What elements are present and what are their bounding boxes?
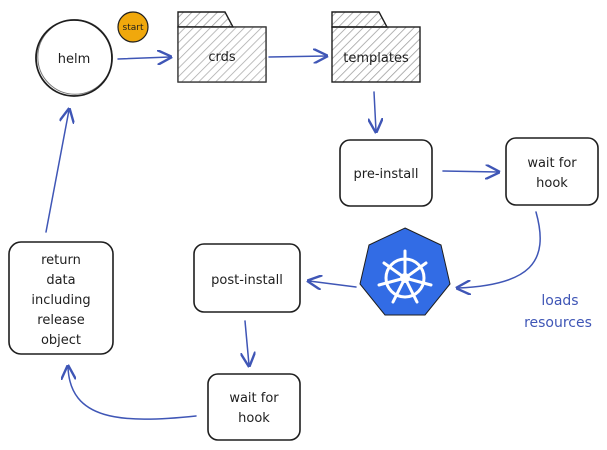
templates-folder: templates: [331, 11, 421, 83]
start-badge-label: start: [123, 23, 144, 33]
kubernetes-icon: [359, 227, 451, 316]
arrow-postinstall-to-wait: [245, 320, 249, 365]
crds-folder: crds: [177, 11, 267, 83]
loads-label: loads: [541, 293, 578, 309]
helm-node: helm: [35, 19, 113, 97]
return-line-3: including: [31, 293, 90, 308]
start-badge: start: [117, 11, 149, 43]
post-install-node: post-install: [193, 243, 301, 313]
pre-install-label: pre-install: [354, 167, 419, 182]
arrow-kubernetes-to-postinstall: [309, 281, 357, 287]
wait-for-hook-node-1: wait for hook: [505, 137, 599, 206]
crds-label: crds: [208, 50, 236, 65]
loads-resources-annotation: loads resources: [524, 293, 592, 331]
wait-for-hook-2-line2: hook: [238, 411, 270, 426]
return-data-node: return data including release object: [8, 241, 114, 355]
wait-for-hook-1-line2: hook: [536, 176, 568, 191]
arrow-crds-to-templates: [268, 56, 326, 57]
wait-for-hook-node-2: wait for hook: [207, 373, 301, 441]
return-line-2: data: [46, 273, 75, 288]
return-line-4: release: [37, 313, 84, 328]
wait-for-hook-1-line1: wait for: [527, 156, 577, 171]
arrow-preinstall-to-wait: [442, 171, 498, 172]
arrow-helm-to-crds: [117, 57, 170, 59]
arrow-return-to-helm: [45, 110, 69, 233]
pre-install-node: pre-install: [339, 139, 433, 207]
arrows: [45, 56, 541, 420]
post-install-label: post-install: [211, 273, 283, 288]
return-line-5: object: [41, 333, 81, 348]
return-line-1: return: [41, 253, 81, 268]
helm-label: helm: [58, 52, 91, 67]
templates-label: templates: [343, 51, 409, 66]
arrow-templates-to-preinstall: [374, 91, 376, 131]
resources-label: resources: [524, 315, 592, 331]
wait-for-hook-2-line1: wait for: [229, 391, 279, 406]
arrow-wait-to-return: [68, 367, 197, 420]
arrow-wait-to-kubernetes: [458, 211, 541, 288]
